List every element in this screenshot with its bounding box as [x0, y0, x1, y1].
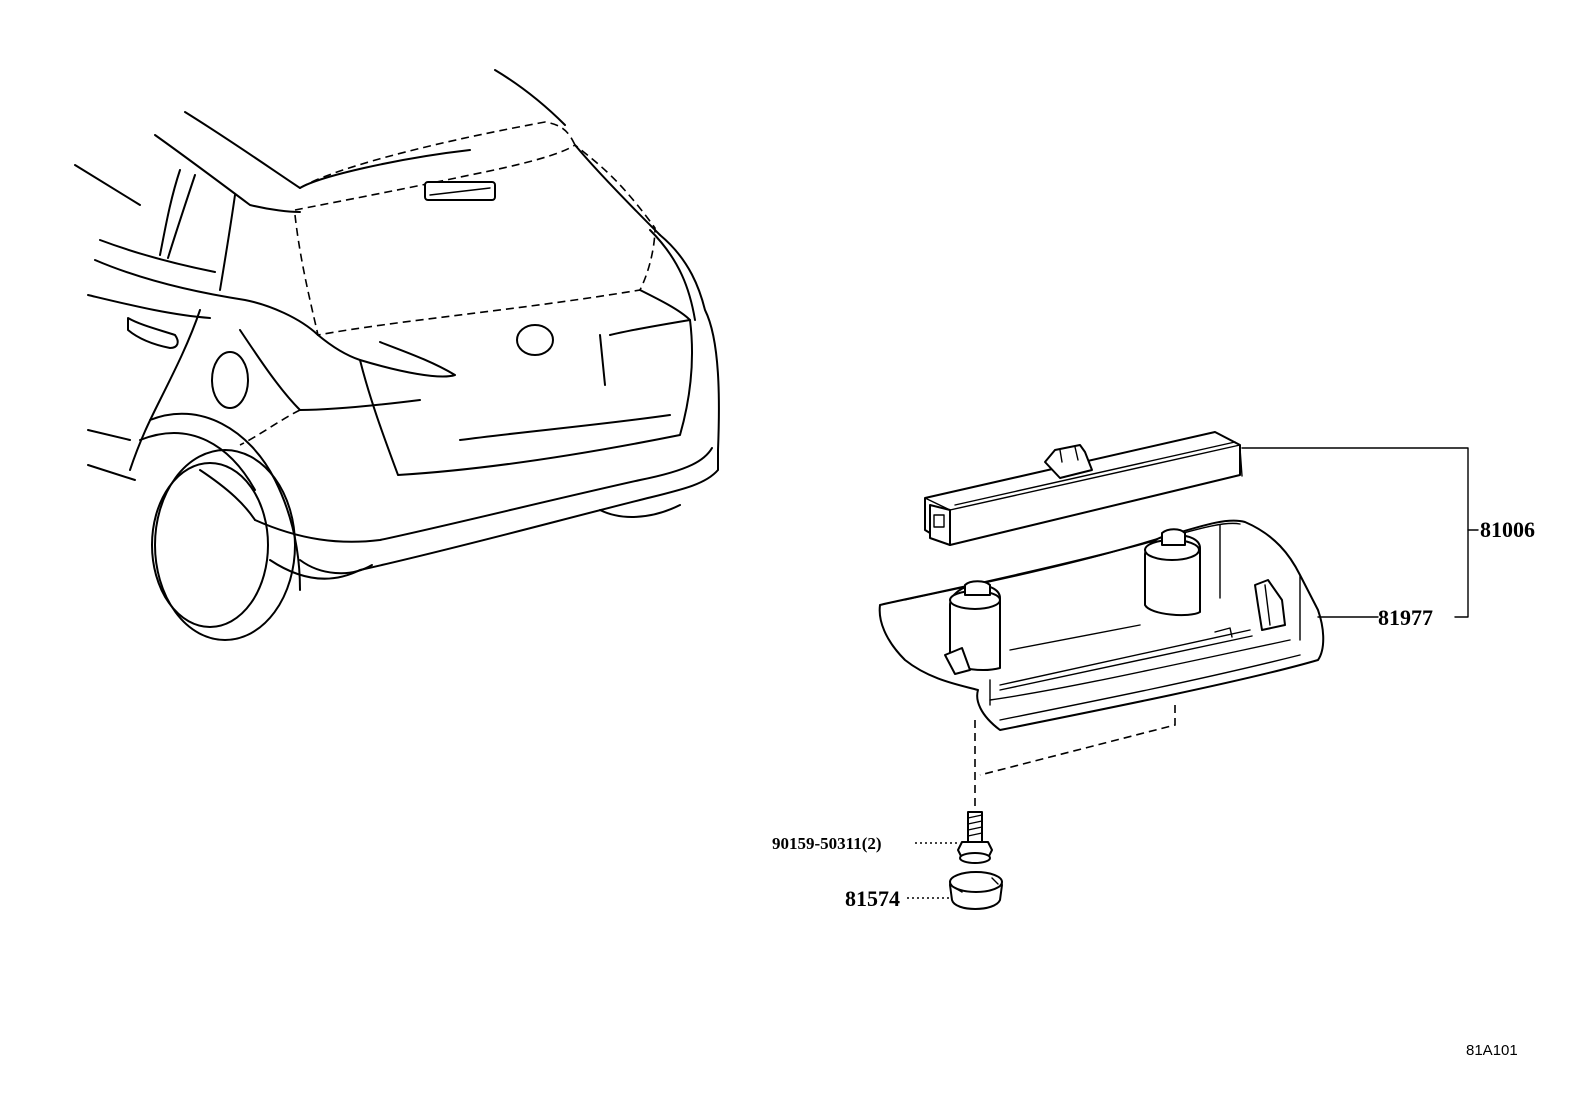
- label-81977: 81977: [1378, 605, 1433, 630]
- label-81574: 81574: [845, 886, 900, 911]
- leader-lines: [907, 447, 1479, 899]
- label-90159-50311: 90159-50311(2): [772, 834, 882, 853]
- install-guide-line: [979, 705, 1176, 776]
- label-81006: 81006: [1480, 517, 1535, 542]
- vehicle-illustration: [74, 69, 720, 641]
- figure-code: 81A101: [1466, 1042, 1518, 1059]
- light-assembly-part: [924, 431, 1243, 546]
- cover-part: [878, 519, 1325, 731]
- cap-part: [949, 871, 1003, 910]
- screw-part: [957, 811, 993, 864]
